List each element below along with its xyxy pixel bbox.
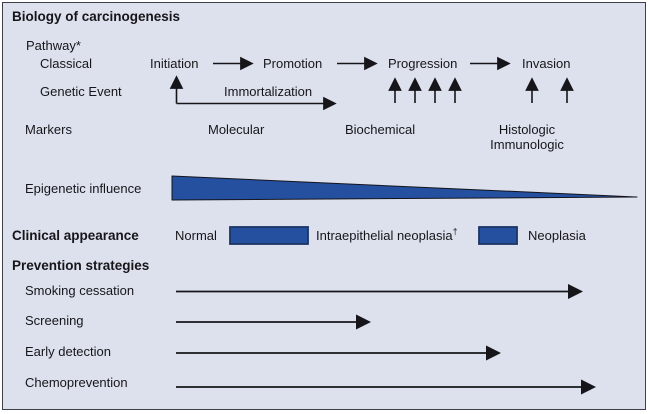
marker-histologic-group: Histologic Immunologic (462, 122, 592, 152)
clinical-state-normal: Normal (175, 228, 217, 243)
marker-biochemical: Biochemical (345, 122, 416, 137)
pathway-label: Pathway* (26, 38, 81, 53)
epigenetic-influence-label: Epigenetic influence (25, 181, 142, 196)
marker-molecular: Molecular (208, 122, 265, 137)
markers-label: Markers (25, 122, 72, 137)
stage-initiation: Initiation (150, 56, 199, 71)
marker-histologic: Histologic (498, 122, 556, 137)
clinical-state-neoplasia: Neoplasia (528, 228, 586, 243)
prevention-screening: Screening (25, 313, 84, 328)
stage-invasion: Invasion (522, 56, 571, 71)
prevention-strategies-label: Prevention strategies (12, 258, 150, 273)
dagger-footnote-mark: † (452, 226, 458, 237)
classical-label: Classical (40, 56, 93, 71)
clinical-state-intraepithelial: Intraepithelial neoplasia† (316, 226, 458, 243)
marker-immunologic: Immunologic (490, 137, 564, 152)
diagram-title: Biology of carcinogenesis (12, 9, 181, 24)
prevention-early-detection: Early detection (25, 344, 111, 359)
prevention-chemoprevention: Chemoprevention (25, 375, 128, 390)
clinical-appearance-label: Clinical appearance (12, 228, 139, 243)
stage-promotion: Promotion (263, 56, 323, 71)
genetic-event-label: Genetic Event (40, 84, 122, 99)
immortalization-label: Immortalization (224, 84, 313, 99)
diagram-panel (2, 2, 646, 410)
stage-progression: Progression (388, 56, 458, 71)
prevention-smoking-cessation: Smoking cessation (25, 283, 135, 298)
